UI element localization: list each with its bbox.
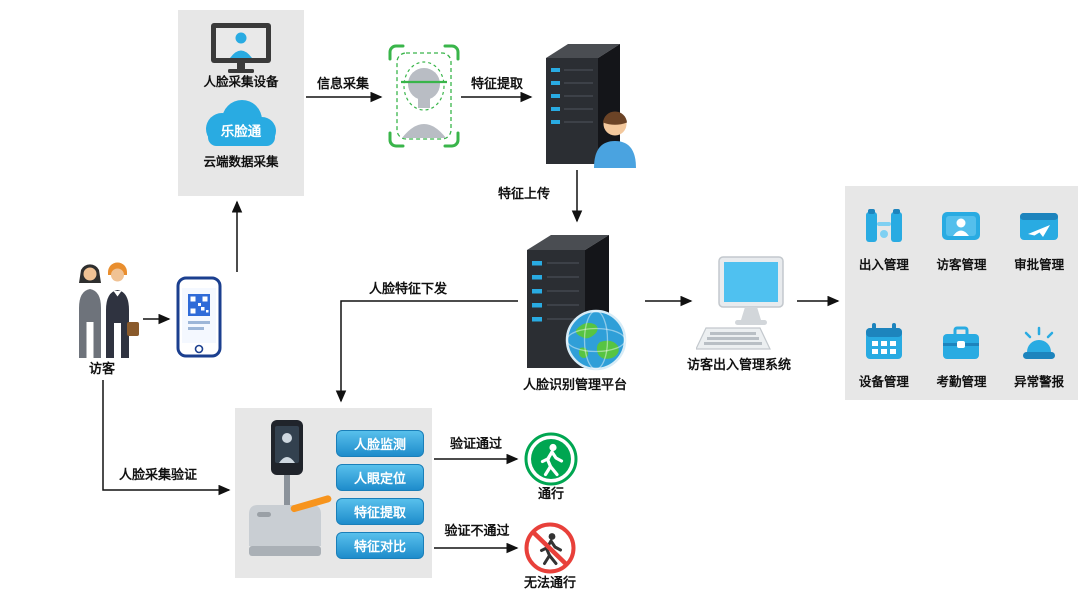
module-visitor: 访客管理 <box>936 204 987 283</box>
edge-label-feature-upload: 特征上传 <box>497 187 550 202</box>
person-avatar-icon <box>594 111 636 168</box>
feature-server <box>538 38 642 172</box>
module-label: 访客管理 <box>936 257 987 272</box>
face-capture-monitor-icon <box>211 23 271 73</box>
visitor-card-icon <box>942 212 981 240</box>
globe-icon <box>565 309 627 371</box>
cloud-service: 乐脸通 <box>195 96 287 150</box>
module-alarm: 异常警报 <box>1014 321 1064 400</box>
cloud-icon <box>206 99 276 146</box>
system-label: 访客出入管理系统 <box>686 358 791 373</box>
platform-label: 人脸识别管理平台 <box>522 378 627 393</box>
cloud-label: 乐脸通 <box>220 123 262 140</box>
arrow-feature-dispatch <box>335 300 518 403</box>
pass-walk-icon <box>524 432 578 486</box>
gate-verification-box: 人脸监测 人眼定位 特征提取 特征对比 <box>235 408 432 578</box>
step-feature-compare: 特征对比 <box>336 532 424 559</box>
step-feature-extract: 特征提取 <box>336 498 424 525</box>
module-label: 考勤管理 <box>936 374 987 389</box>
gate-terminal-icon <box>249 420 332 556</box>
capture-device-label: 人脸采集设备 <box>203 74 279 89</box>
edge-label-verify-pass: 验证通过 <box>449 437 502 452</box>
alarm-icon <box>1023 326 1056 359</box>
module-label: 异常警报 <box>1014 374 1065 389</box>
management-modules-box: 出入管理 访客管理 审批管理 <box>845 186 1078 400</box>
module-label: 出入管理 <box>858 257 909 272</box>
management-computer-icon <box>696 256 784 350</box>
fail-label: 无法通行 <box>523 576 576 591</box>
recognition-platform-server <box>518 228 644 376</box>
gate-access-icon <box>865 209 902 242</box>
edge-label-verify-fail: 验证不通过 <box>444 524 510 539</box>
edge-label-capture-verify: 人脸采集验证 <box>118 468 197 483</box>
module-device: 设备管理 <box>859 321 909 400</box>
edge-label-info-collect: 信息采集 <box>316 77 369 92</box>
cloud-box-label: 云端数据采集 <box>203 153 279 169</box>
attendance-briefcase-icon <box>943 326 980 359</box>
module-attendance: 考勤管理 <box>936 321 987 400</box>
face-scan-icon <box>388 44 460 148</box>
module-access: 出入管理 <box>859 204 909 283</box>
visitors-label: 访客 <box>88 362 115 377</box>
no-entry-walk-icon <box>524 522 576 574</box>
approval-icon <box>1020 213 1059 240</box>
cloud-capture-box: 人脸采集设备 乐脸通 云端数据采集 <box>178 10 304 196</box>
pass-label: 通行 <box>537 487 564 502</box>
edge-label-feature-extract: 特征提取 <box>470 77 523 92</box>
module-label: 审批管理 <box>1014 257 1065 272</box>
visitors-icon <box>79 262 139 358</box>
step-face-monitor: 人脸监测 <box>336 430 424 457</box>
edge-label-feature-dispatch: 人脸特征下发 <box>368 282 447 297</box>
phone-qr-icon <box>176 276 222 358</box>
module-label: 设备管理 <box>858 374 909 389</box>
device-calendar-icon <box>865 323 902 359</box>
step-eye-locate: 人眼定位 <box>336 464 424 491</box>
gate-steps-list: 人脸监测 人眼定位 特征提取 特征对比 <box>336 430 424 559</box>
module-approval: 审批管理 <box>1014 204 1064 283</box>
